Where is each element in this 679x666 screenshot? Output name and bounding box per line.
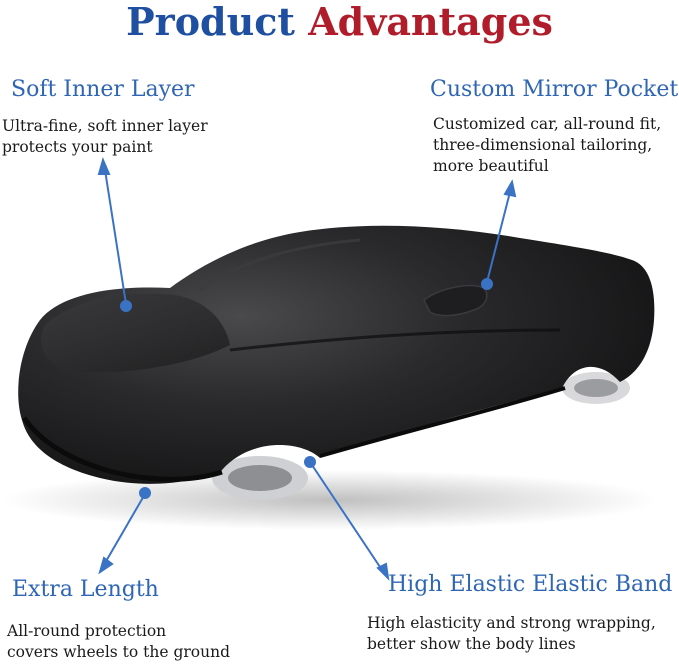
windshield-contour (199, 238, 361, 292)
rear-wheel (562, 372, 630, 404)
desc-extra-length: All-round protection covers wheels to th… (7, 621, 230, 663)
heading-soft-inner-layer: Soft Inner Layer (11, 77, 195, 102)
heading-custom-mirror-pocket: Custom Mirror Pocket (430, 77, 679, 102)
side-body-line (229, 328, 561, 352)
desc-high-elastic-band: High elasticity and strong wrapping, bet… (367, 613, 656, 655)
car-body (18, 225, 655, 484)
front-wheel (212, 456, 308, 500)
pointer-extra-length (98, 487, 151, 575)
title-word-advantages: Advantages (308, 0, 553, 44)
page-title: Product Advantages (0, 0, 679, 44)
pointer-elastic-band (304, 456, 390, 581)
mirror-pocket (423, 284, 488, 317)
desc-line: better show the body lines (367, 635, 576, 653)
desc-line: three-dimensional tailoring, (433, 136, 653, 154)
desc-line: High elasticity and strong wrapping, (367, 614, 656, 632)
pointer-soft-inner-layer (97, 157, 132, 312)
desc-soft-inner-layer: Ultra-fine, soft inner layer protects yo… (2, 116, 208, 158)
desc-line: more beautiful (433, 157, 549, 175)
hood-highlight (41, 293, 230, 373)
title-word-product: Product (126, 0, 295, 44)
desc-line: protects your paint (2, 138, 153, 156)
desc-custom-mirror-pocket: Customized car, all-round fit, three-dim… (433, 114, 661, 177)
bottom-elastic-edge (21, 416, 223, 482)
heading-high-elastic-band: High Elastic Elastic Band (388, 572, 673, 597)
pointer-mirror-pocket (481, 179, 517, 290)
desc-line: covers wheels to the ground (7, 643, 231, 661)
desc-line: Customized car, all-round fit, (433, 115, 662, 133)
ground-shadow (0, 470, 660, 530)
side-elastic-edge (319, 386, 566, 458)
desc-line: All-round protection (7, 622, 167, 640)
heading-extra-length: Extra Length (12, 577, 159, 602)
desc-line: Ultra-fine, soft inner layer (2, 117, 208, 135)
